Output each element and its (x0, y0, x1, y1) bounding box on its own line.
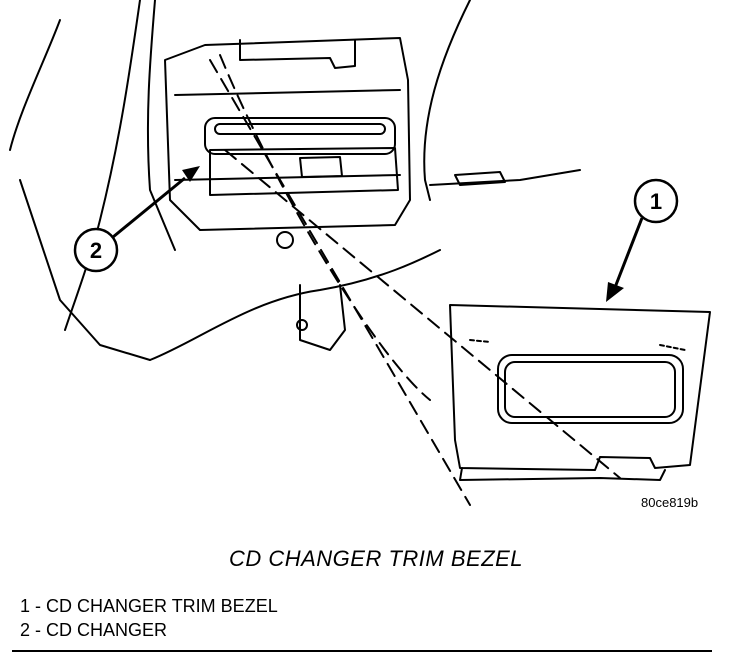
alignment-line-1 (209, 59, 471, 506)
callout-1: 1 (606, 178, 679, 302)
figure-title: CD CHANGER TRIM BEZEL (228, 546, 524, 571)
trim-bezel-opening (497, 354, 684, 424)
bottom-divider (12, 650, 712, 652)
mount-bracket (299, 284, 346, 351)
dash-right-edge (423, 0, 471, 201)
alignment-line-3 (219, 54, 431, 401)
callout-1-arrowhead (606, 282, 624, 302)
mount-screw (296, 319, 308, 331)
cd-changer-detail (299, 156, 343, 178)
trim-bezel-outline (449, 304, 711, 471)
legend-item-1: 1 - CD CHANGER TRIM BEZEL (20, 596, 278, 616)
radio-opening (164, 37, 411, 231)
cd-changer-body (204, 117, 396, 155)
trim-bezel-clip-left (469, 339, 491, 343)
legend: 1 - CD CHANGER TRIM BEZEL 2 - CD CHANGER (20, 594, 278, 642)
radio-knob (276, 231, 294, 249)
radio-bracket-mid (174, 89, 401, 96)
trim-bezel-clip-right (659, 344, 686, 351)
dash-lower-left (19, 179, 151, 361)
dash-left-edge (9, 19, 61, 151)
callout-2-arrowhead (182, 166, 200, 182)
alignment-line-2 (224, 149, 621, 479)
dash-right-slot (454, 171, 506, 186)
radio-bracket-low (174, 174, 401, 181)
cd-changer-slot (214, 123, 386, 135)
trim-bezel-bottom-lip (459, 467, 666, 481)
cd-changer-lower (209, 147, 399, 196)
cd-changer-illustration: 1 2 (9, 0, 711, 506)
console-left-inner (146, 0, 176, 251)
dash-lower-curve (149, 249, 441, 361)
radio-bracket-top (239, 39, 356, 69)
console-left-side (64, 0, 141, 331)
callout-2-number: 2 (90, 238, 102, 263)
trim-bezel-opening-inner (504, 361, 676, 418)
figure-reference-code: 80ce819b (641, 495, 699, 510)
callout-2: 2 (73, 166, 200, 273)
legend-item-2: 2 - CD CHANGER (20, 620, 168, 640)
callout-1-number: 1 (650, 189, 662, 214)
